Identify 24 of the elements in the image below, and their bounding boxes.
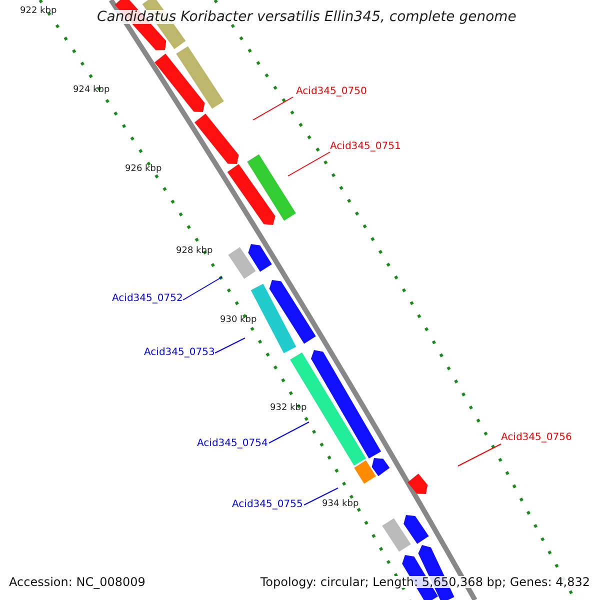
leader-line: [288, 152, 330, 176]
gene-label: Acid345_0752: [112, 294, 183, 304]
gene-label: Acid345_0754: [197, 439, 268, 449]
leader-line: [182, 276, 222, 300]
tick-label: 934 kbp: [322, 500, 359, 509]
map-title: Candidatus Koribacter versatilis Ellin345, complete genome: [97, 10, 516, 24]
gene-label: Acid345_0755: [232, 500, 303, 510]
leader-line: [252, 96, 294, 120]
tick-label: 928 kbp: [176, 247, 213, 256]
tick-label: 924 kbp: [73, 86, 110, 95]
gene-label: Acid345_0750: [296, 87, 367, 97]
gene-label: Acid345_0753: [144, 348, 215, 358]
tick-label: 930 kbp: [220, 316, 257, 325]
genome-info-text: Topology: circular; Length: 5,650,368 bp; Genes: 4,832: [260, 576, 590, 588]
leader-line: [304, 488, 338, 506]
tick-label: 922 kbp: [20, 7, 57, 16]
gene-label: Acid345_0751: [330, 142, 401, 152]
tick-label: 932 kbp: [270, 404, 307, 413]
leader-line: [214, 338, 246, 354]
leader-line: [458, 444, 502, 466]
leader-line: [268, 422, 310, 444]
accession-text: Accession: NC_008009: [9, 576, 146, 588]
gene-label: Acid345_0756: [501, 433, 572, 443]
tick-label: 926 kbp: [125, 165, 162, 174]
